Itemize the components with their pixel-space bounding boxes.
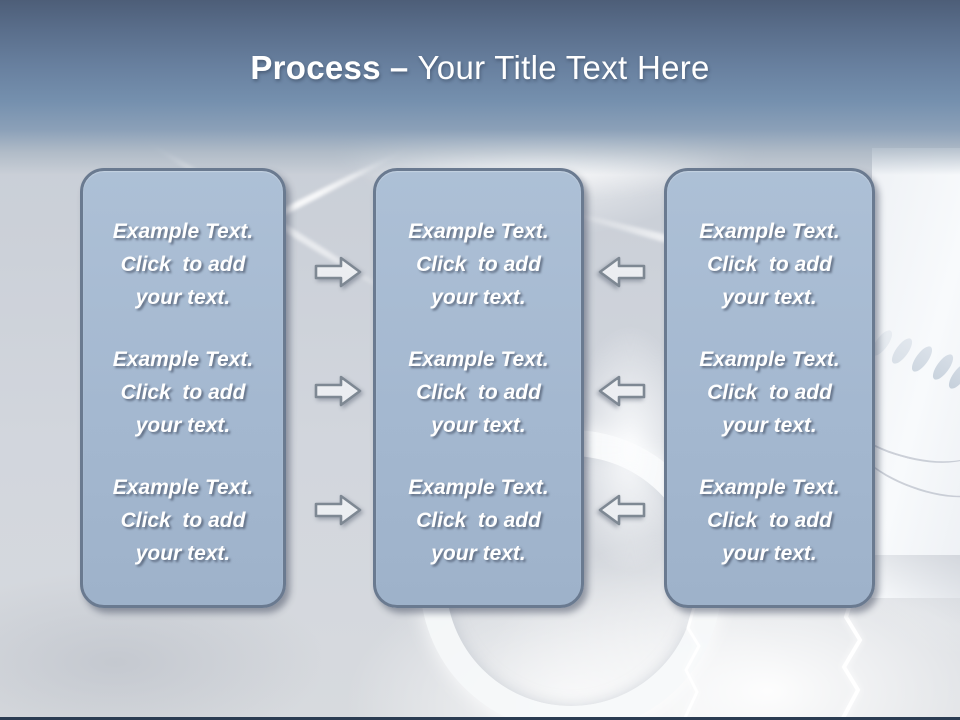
slide-title[interactable]: Process–Your Title Text Here bbox=[0, 49, 960, 87]
title-band bbox=[0, 0, 960, 175]
title-keyword: Process bbox=[250, 49, 381, 86]
arrow-left-icon bbox=[598, 494, 646, 526]
title-separator: – bbox=[389, 49, 409, 86]
text-placeholder[interactable]: Example Text. Click to add your text. bbox=[699, 348, 840, 437]
arrow-right-icon bbox=[314, 494, 362, 526]
bottom-edge-bar bbox=[0, 717, 960, 720]
panel-right: Example Text. Click to add your text. Ex… bbox=[664, 168, 875, 608]
title-text: Your Title Text Here bbox=[417, 49, 710, 86]
panel-left: Example Text. Click to add your text. Ex… bbox=[80, 168, 286, 608]
text-placeholder[interactable]: Example Text. Click to add your text. bbox=[699, 220, 840, 309]
lightning-bolt-icon bbox=[840, 585, 863, 720]
lightning-bolt-icon bbox=[682, 600, 701, 720]
fuselage-shadow bbox=[870, 555, 960, 625]
text-placeholder[interactable]: Example Text. Click to add your text. bbox=[699, 476, 840, 565]
text-placeholder[interactable]: Example Text. Click to add your text. bbox=[112, 220, 254, 309]
text-placeholder[interactable]: Example Text. Click to add your text. bbox=[408, 348, 549, 437]
text-placeholder[interactable]: Example Text. Click to add your text. bbox=[112, 476, 254, 565]
arrow-right-icon bbox=[314, 256, 362, 288]
panel-middle: Example Text. Click to add your text. Ex… bbox=[373, 168, 584, 608]
airplane-fuselage bbox=[872, 148, 960, 598]
arrow-left-icon bbox=[598, 256, 646, 288]
text-placeholder[interactable]: Example Text. Click to add your text. bbox=[408, 476, 549, 565]
text-placeholder[interactable]: Example Text. Click to add your text. bbox=[112, 348, 254, 437]
text-placeholder[interactable]: Example Text. Click to add your text. bbox=[408, 220, 549, 309]
arrow-left-icon bbox=[598, 375, 646, 407]
arrow-right-icon bbox=[314, 375, 362, 407]
